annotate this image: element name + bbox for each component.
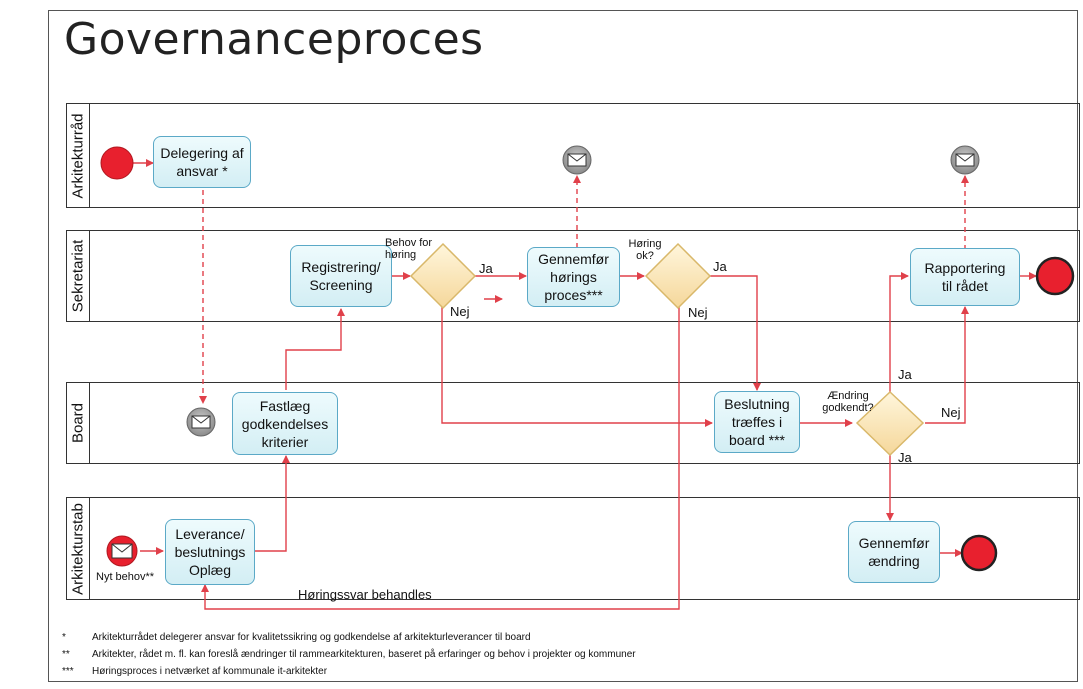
- flow-label-ja-2: Ja: [713, 259, 727, 274]
- gateway-label-horing-ok: Høring ok?: [628, 238, 662, 262]
- sequence-flows: [133, 159, 1037, 610]
- lane-arkitekturstab: Arkitekturstab: [66, 497, 1080, 600]
- start-event-arkitekturraad: [100, 146, 134, 180]
- flow-label-nej-1: Nej: [450, 304, 470, 319]
- label-horingssvar: Høringssvar behandles: [298, 587, 432, 602]
- gateway-label-aendring: Ændring godkendt?: [822, 390, 874, 414]
- message-flows: [199, 175, 969, 404]
- footnote-text: Høringsproces i netværket af kommunale i…: [92, 666, 328, 677]
- footnote-1: * Arkitekturrådet delegerer ansvar for kv…: [62, 632, 531, 644]
- task-registrering[interactable]: Registrering/ Screening: [290, 245, 392, 307]
- flow-label-ja-4: Ja: [898, 450, 912, 465]
- task-gennemfor-horingsproces[interactable]: Gennemfør hørings proces***: [527, 247, 620, 307]
- end-event-arkitekturstab: [960, 534, 998, 572]
- page-title: Governanceproces: [64, 14, 484, 65]
- task-beslutning[interactable]: Beslutning træffes i board ***: [714, 391, 800, 453]
- lane-board: Board: [66, 382, 1080, 464]
- flow-label-ja-1: Ja: [479, 261, 493, 276]
- footnote-2: ** Arkitekter, rådet m. fl. kan foreslå æ…: [62, 649, 636, 661]
- envelope-icon: [562, 145, 592, 175]
- gateways: [409, 242, 925, 457]
- flow-gateway2-ja-beslutning: [710, 275, 761, 391]
- envelope-icon: [106, 535, 138, 567]
- lane-arkitekturraad: Arkitekturråd: [66, 103, 1080, 208]
- flow-gateway2-nej-leverance: [201, 306, 680, 610]
- footnote-text: Arkitekter, rådet m. fl. kan foreslå ænd…: [92, 649, 636, 660]
- task-leverance[interactable]: Leverance/ beslutnings Oplæg: [165, 519, 255, 585]
- task-fastlaeg-kriterier[interactable]: Fastlæg godkendelses kriterier: [232, 392, 338, 455]
- flow-fastlaeg-registrering: [285, 308, 345, 390]
- footnote-mark: *: [62, 632, 66, 643]
- end-event-sekretariat: [1035, 256, 1075, 296]
- task-delegering[interactable]: Delegering af ansvar *: [153, 136, 251, 188]
- footnote-mark: ***: [62, 666, 74, 677]
- gateway-horing-ok: [644, 242, 712, 310]
- events: [100, 146, 1075, 572]
- lane-sekretariat: Sekretariat: [66, 230, 1080, 322]
- task-gennemfor-aendring[interactable]: Gennemfør ændring: [848, 521, 940, 583]
- flow-label-ja-3: Ja: [898, 367, 912, 382]
- flow-label-nej-3: Nej: [941, 405, 961, 420]
- slide-frame: [48, 10, 1078, 682]
- flow-label-nej-2: Nej: [688, 305, 708, 320]
- flow-gateway3-ja-rapportering: [889, 272, 909, 392]
- gateway-behov-for-horing: [409, 242, 477, 310]
- flow-leverance-fastlaeg: [255, 455, 290, 552]
- message-events: [106, 145, 980, 567]
- envelope-icon: [950, 145, 980, 175]
- flow-gateway1-nej-beslutning: [441, 306, 713, 427]
- task-rapportering[interactable]: Rapportering til rådet: [910, 248, 1020, 306]
- envelope-icon: [186, 407, 216, 437]
- gateway-label-behov: Behov for høring: [385, 237, 433, 261]
- gateway-aendring-godkendt: [855, 390, 925, 457]
- footnote-mark: **: [62, 649, 70, 660]
- footnote-3: *** Høringsproces i netværket af kommunal…: [62, 666, 327, 678]
- label-nyt-behov: Nyt behov**: [96, 571, 155, 583]
- footnote-text: Arkitekturrådet delegerer ansvar for kva…: [92, 632, 531, 643]
- flow-gateway3-nej-rapportering: [925, 306, 969, 424]
